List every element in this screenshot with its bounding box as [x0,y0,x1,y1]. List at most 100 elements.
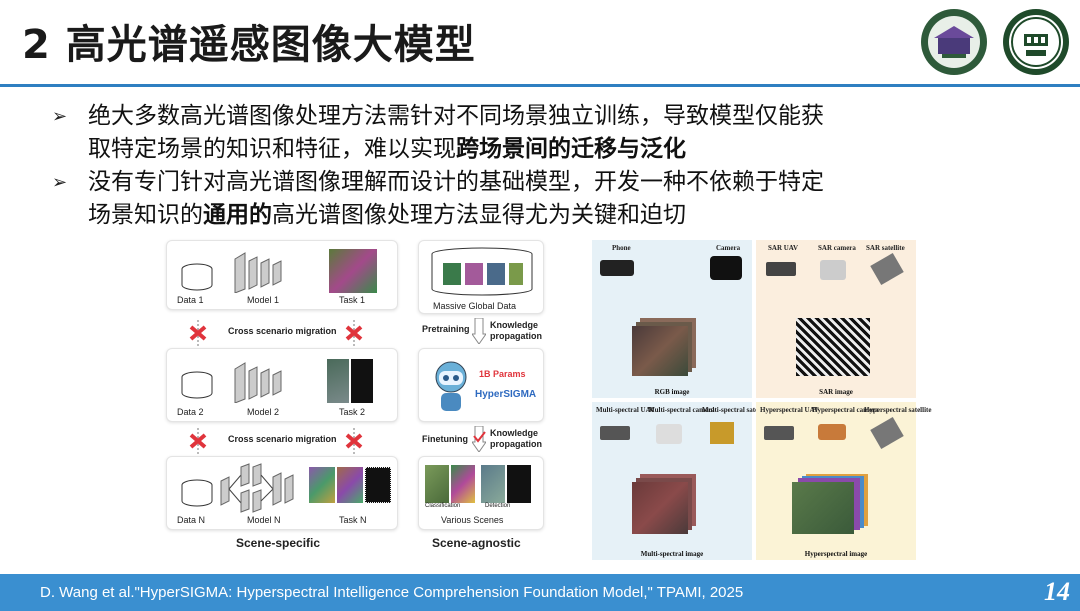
hs-camera-label: Hyperspectral camera [812,406,879,414]
satellite-icon [870,252,904,286]
uav-icon [600,426,630,440]
page-number: 14 [1044,577,1070,606]
neural-network-icon [234,362,282,403]
scene-image [481,465,505,503]
hs-satellite-label: Hyperspectral satellite [864,406,932,414]
phone-icon [600,260,634,276]
pretraining-label: Pretraining [422,324,470,334]
task-label: Task N [339,515,367,525]
sar-caption: SAR image [819,388,853,396]
various-scenes-box: Classification Detection Various Scenes [418,456,544,530]
sar-image [796,318,870,376]
citation: D. Wang et al."HyperSIGMA: Hyperspectral… [40,584,744,601]
change-result-image [365,467,391,503]
title-divider [0,84,1080,87]
hs-caption: Hyperspectral image [804,550,868,558]
bullet-text: 取特定场景的知识和特征，难以实现 [88,136,456,162]
detection-map-image [507,465,531,503]
cross-icon [189,320,207,346]
bullet-text: 场景知识的 [88,202,203,228]
database-icon [181,263,213,291]
massive-data-label: Massive Global Data [433,301,517,311]
bullet-emphasis: 跨场景间的迁移与泛化 [456,136,686,162]
phone-label: Phone [612,244,631,252]
scene-agnostic-caption: Scene-agnostic [432,536,521,550]
sigma-lab-logo-icon [1003,9,1069,75]
neural-network-icon [234,252,282,293]
ms-caption: Multi-spectral image [640,550,704,558]
finetuning-label: Finetuning [422,434,468,444]
arrow-bullet-icon: ➢ [52,172,68,193]
bullet-item: ➢ 没有专门针对高光谱图像理解而设计的基础模型，开发一种不依赖于特定 场景知识的… [50,166,970,232]
down-arrow-icon [472,318,486,344]
cross-icon [345,428,363,454]
scene-specific-caption: Scene-specific [236,536,321,550]
sar-camera-icon [820,260,846,280]
migration-label: Cross scenario migration [228,326,337,336]
bullet-emphasis: 通用的 [203,202,272,228]
model-label: Model 1 [247,295,280,305]
multispectral-panel: Multi-spectral UAV Multi-spectral camera… [592,402,769,560]
multispectral-image-stack [632,482,688,534]
rgb-image-stack [632,326,688,376]
database-icon [181,371,213,399]
satellite-icon [870,416,904,450]
sensor-modalities-figure: Phone Camera RGB image SAR UAV SAR camer… [590,238,931,562]
propagation-label: propagation [490,439,542,449]
scenario-row-2: Data 2 Model 2 Task 2 [166,348,398,422]
cross-icon [345,320,363,346]
footer-bar: D. Wang et al."HyperSIGMA: Hyperspectral… [0,574,1080,611]
camera-label: Camera [716,244,741,252]
hyperspectral-panel: Hyperspectral UAV Hyperspectral camera H… [756,402,931,560]
sar-camera-label: SAR camera [818,244,856,252]
database-icon [181,479,213,507]
sar-satellite-label: SAR satellite [866,244,905,252]
title-bar: 2 高光谱遥感图像大模型 [0,0,1080,84]
model-label: Model N [247,515,281,525]
data-label: Data 2 [177,407,204,417]
knowledge-label: Knowledge [490,428,539,438]
hs-camera-icon [818,424,846,440]
scene-image [425,465,449,503]
bullet-text: 没有专门针对高光谱图像理解而设计的基础模型，开发一种不依赖于特定 [88,169,824,195]
camera-icon [710,256,742,280]
bullet-line: 场景知识的通用的高光谱图像处理方法显得尤为关键和迫切 [88,199,970,232]
ms-camera-label: Multi-spectral camera [648,406,715,414]
hypersigma-box: 1B Params HyperSIGMA [418,348,544,422]
slide-title: 2 高光谱遥感图像大模型 [22,22,476,68]
uav-icon [764,426,794,440]
scene-comparison-figure: Data 1 Model 1 Task 1 Cross scenario mig… [166,240,550,556]
arrow-bullet-icon: ➢ [52,106,68,127]
massive-data-box: Massive Global Data [418,240,544,314]
uav-icon [766,262,796,276]
scene-image [327,359,349,403]
bullet-line: 取特定场景的知识和特征，难以实现跨场景间的迁移与泛化 [88,133,970,166]
sar-panel: SAR UAV SAR camera SAR satellite SAR ima… [756,240,916,398]
bullet-item: ➢ 绝大多数高光谱图像处理方法需针对不同场景独立训练，导致模型仅能获 取特定场景… [50,100,970,166]
model-label: Model 2 [247,407,280,417]
bullet-line: 绝大多数高光谱图像处理方法需针对不同场景独立训练，导致模型仅能获 [88,100,970,133]
rgb-caption: RGB image [654,388,690,396]
classification-map-image [451,465,475,503]
cross-icon [189,428,207,454]
branching-network-icon [220,463,294,513]
bullet-line: 没有专门针对高光谱图像理解而设计的基础模型，开发一种不依赖于特定 [88,166,970,199]
ms-camera-icon [656,424,682,444]
bullet-text: 绝大多数高光谱图像处理方法需针对不同场景独立训练，导致模型仅能获 [88,103,824,129]
task-label: Task 2 [339,407,366,417]
bullet-text: 高光谱图像处理方法显得尤为关键和迫切 [272,202,686,228]
data-label: Data N [177,515,206,525]
down-arrow-icon [472,426,486,452]
ms-satellite-label: Multi-spectral satellite [702,406,770,414]
global-data-cylinder-icon [431,247,533,296]
migration-label: Cross scenario migration [228,434,337,444]
classification-tag: Classification [425,503,461,509]
change-map-image [337,467,363,503]
university-logo-icon [921,9,987,75]
params-label: 1B Params [479,369,526,379]
bullet-list: ➢ 绝大多数高光谱图像处理方法需针对不同场景独立训练，导致模型仅能获 取特定场景… [50,100,970,232]
change-map-image [309,467,335,503]
scenario-row-n: Data N Model N Task N [166,456,398,530]
ms-uav-label: Multi-spectral UAV [596,406,655,414]
scenario-row-1: Data 1 Model 1 Task 1 [166,240,398,310]
